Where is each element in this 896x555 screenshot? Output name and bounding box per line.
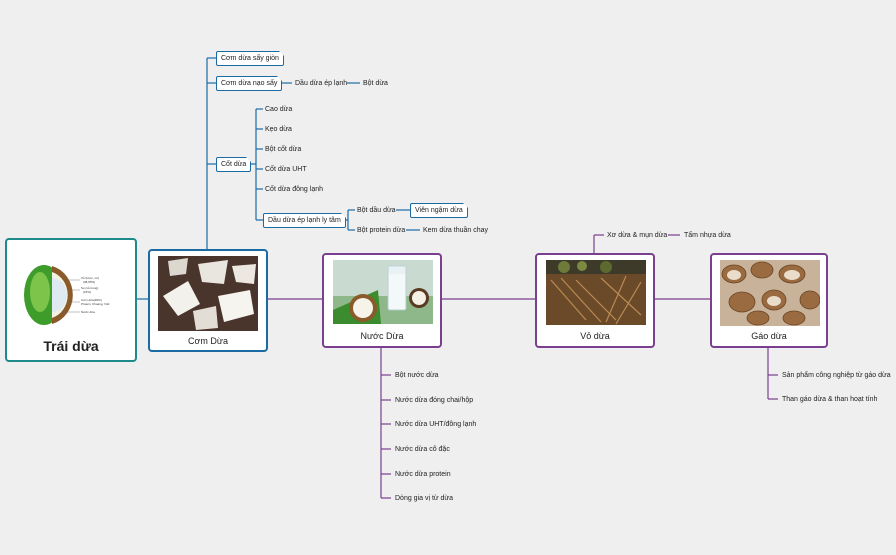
node-com-dua-title: Cơm Dừa xyxy=(188,336,228,346)
topic-cot-dua[interactable]: Cốt dừa xyxy=(216,157,252,172)
topic-than-gao-dua[interactable]: Than gáo dừa & than hoạt tính xyxy=(782,396,878,403)
topic-vien-ngam-dua[interactable]: Viên ngậm dừa xyxy=(410,203,468,218)
node-vo-dua-title: Vỏ dừa xyxy=(580,331,610,341)
coconut-meat-image xyxy=(158,256,258,331)
svg-text:Vỏ (lượn, xơ): Vỏ (lượn, xơ) xyxy=(81,276,99,280)
topic-nuoc-dua-co-dac[interactable]: Nước dừa cô đặc xyxy=(395,446,450,453)
node-nuoc-dua[interactable]: Nước Dừa xyxy=(322,253,442,348)
topic-bot-protein-dua[interactable]: Bột protein dừa xyxy=(357,227,406,234)
topic-dong-gia-vi[interactable]: Dòng gia vị từ dừa xyxy=(395,495,454,502)
node-vo-dua[interactable]: Vỏ dừa xyxy=(535,253,655,348)
topic-bot-nuoc-dua[interactable]: Bột nước dừa xyxy=(395,372,439,379)
topic-san-pham-gao-dua[interactable]: Sản phẩm công nghiệp từ gáo dừa xyxy=(782,372,891,379)
topic-keo-dua[interactable]: Kẹo dừa xyxy=(265,126,292,133)
topic-nuoc-dua-uht[interactable]: Nước dừa UHT/đông lạnh xyxy=(395,421,477,428)
topic-com-dua-nao-say[interactable]: Cơm dừa nạo sấy xyxy=(216,76,283,91)
svg-text:Cơm dừa(30%): Cơm dừa(30%) xyxy=(81,298,102,302)
svg-text:Sọ (vỏ trong): Sọ (vỏ trong) xyxy=(81,286,98,290)
svg-text:(38,65%): (38,65%) xyxy=(83,280,95,284)
root-node-trai-dua[interactable]: Vỏ (lượn, xơ) (38,65%) Sọ (vỏ trong) (15… xyxy=(5,238,137,362)
topic-xo-dua-mun-dua[interactable]: Xơ dừa & mụn dừa xyxy=(607,232,668,239)
topic-com-dua-say-gion[interactable]: Cơm dừa sấy giòn xyxy=(216,51,284,66)
svg-text:Nước dừa: Nước dừa xyxy=(81,310,95,314)
topic-nuoc-dua-dong-chai[interactable]: Nước dừa đóng chai/hộp xyxy=(395,397,474,404)
node-com-dua[interactable]: Cơm Dừa xyxy=(148,249,268,352)
topic-cot-dua-uht[interactable]: Cốt dừa UHT xyxy=(265,166,307,173)
coconut-diagram-image: Vỏ (lượn, xơ) (38,65%) Sọ (vỏ trong) (15… xyxy=(22,248,122,332)
topic-cao-dua[interactable]: Cao dừa xyxy=(265,106,293,113)
coconut-water-image xyxy=(333,260,433,324)
node-nuoc-dua-title: Nước Dừa xyxy=(360,331,404,341)
root-title: Trái dừa xyxy=(43,338,99,354)
topic-tam-nhua-dua[interactable]: Tấm nhựa dừa xyxy=(684,232,731,239)
node-gao-dua-title: Gáo dừa xyxy=(751,331,787,341)
svg-text:Protein, Khoáng, Vitd: Protein, Khoáng, Vitd xyxy=(81,302,110,306)
topic-dau-dua-ep-lanh[interactable]: Dầu dừa ép lạnh xyxy=(295,80,348,87)
topic-bot-dua[interactable]: Bột dừa xyxy=(363,80,388,87)
topic-bot-cot-dua[interactable]: Bột cốt dừa xyxy=(265,146,302,153)
coconut-husk-image xyxy=(546,260,646,325)
node-gao-dua[interactable]: Gáo dừa xyxy=(710,253,828,348)
topic-nuoc-dua-protein[interactable]: Nước dừa protein xyxy=(395,471,451,478)
topic-kem-dua-thuan-chay[interactable]: Kem dừa thuần chay xyxy=(423,227,489,234)
topic-bot-dau-dua[interactable]: Bột dầu dừa xyxy=(357,207,396,214)
topic-cot-dua-dong-lanh[interactable]: Cốt dừa đông lạnh xyxy=(265,186,324,193)
topic-dau-dua-ly-tam[interactable]: Dầu dừa ép lạnh ly tâm xyxy=(263,213,346,228)
svg-text:(15%): (15%) xyxy=(83,290,91,294)
coconut-shell-image xyxy=(720,260,820,326)
